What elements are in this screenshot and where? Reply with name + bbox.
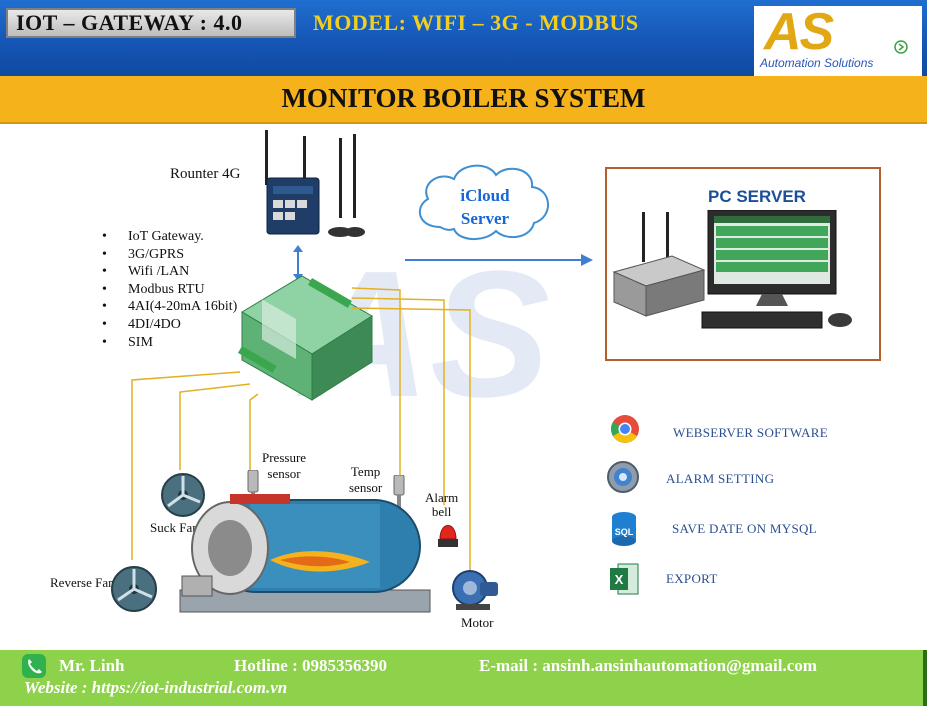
page-title: MONITOR BOILER SYSTEM [281, 83, 646, 113]
link-arrow [293, 245, 303, 281]
reverse-fan-icon [111, 566, 157, 612]
chrome-icon [611, 415, 639, 443]
feature-item: SIM [100, 334, 237, 352]
pressure-label-line1: Pressure [262, 450, 307, 465]
server-arrow [405, 254, 593, 266]
feature-item: 3G/GPRS [100, 246, 237, 264]
footer-bar [0, 650, 927, 706]
export-label: EXPORT [666, 571, 718, 586]
suck-fan-icon [161, 473, 205, 517]
title-banner [0, 76, 927, 124]
cloud-label-line2: Server [460, 209, 510, 228]
temp-sensor-icon [393, 475, 405, 513]
pressure-sensor-label: Pressure sensor [262, 450, 306, 482]
alarm-bell-label: Alarm bell [425, 491, 458, 519]
feature-item: Modbus RTU [100, 281, 237, 299]
gateway-title-box [6, 8, 296, 38]
boiler-illustration [179, 494, 431, 613]
gateway-features-list: IoT Gateway. 3G/GPRS Wifi /LAN Modbus RT… [100, 228, 237, 351]
iot-gateway-device [237, 275, 373, 401]
pc-server-title: PC SERVER [708, 187, 806, 206]
temp-label-line2: sensor [349, 480, 383, 495]
wiring-lines [131, 287, 471, 570]
feature-item: 4AI(4-20mA 16bit) [100, 298, 237, 316]
webserver-software-label: WEBSERVER SOFTWARE [673, 425, 828, 440]
contact-name: Mr. Linh [59, 656, 125, 675]
motor-icon [452, 570, 498, 610]
alarm-setting-icon [607, 461, 639, 493]
alarm-setting-label: ALARM SETTING [666, 471, 775, 486]
feature-item: Wifi /LAN [100, 263, 237, 281]
email: E-mail : ansinh.ansinhautomation@gmail.c… [479, 656, 817, 675]
gateway-title: IOT – GATEWAY : 4.0 [16, 10, 243, 35]
logo-mark: AS [764, 3, 834, 61]
svg-text:X: X [615, 572, 624, 587]
alarm-bell-icon [438, 525, 458, 547]
phone-icon [22, 654, 46, 678]
pc-server-illustration [612, 210, 852, 329]
website-link[interactable]: Website : https://iot-industrial.com.vn [24, 678, 288, 697]
router-label: Rounter 4G [170, 166, 241, 182]
motor-label: Motor [461, 615, 494, 630]
excel-icon: X [610, 563, 639, 595]
sql-icon: SQL [612, 512, 636, 546]
cloud-icon [418, 164, 549, 240]
temp-sensor-label: Temp sensor [349, 464, 382, 496]
feature-item: 4DI/4DO [100, 316, 237, 334]
cloud-label: iCloud Server [440, 184, 530, 230]
alarm-label-line2: bell [431, 504, 452, 519]
logo-arrow-icon [894, 40, 908, 54]
cloud-label-line1: iCloud [460, 186, 510, 205]
temp-label-line1: Temp [350, 464, 381, 479]
suck-fan-label: Suck Fan [150, 520, 199, 535]
reverse-fan-label: Reverse Fan [50, 575, 115, 590]
model-title: MODEL: WIFI – 3G - MODBUS [313, 10, 639, 35]
router-4g-icon [265, 130, 365, 237]
pressure-label-line2: sensor [267, 466, 301, 481]
company-logo [754, 6, 922, 76]
logo-text: Automation Solutions [760, 56, 874, 70]
svg-text:SQL: SQL [615, 527, 634, 537]
hotline: Hotline : 0985356390 [234, 656, 387, 675]
save-mysql-label: SAVE DATE ON MYSQL [672, 521, 817, 536]
alarm-label-line1: Alarm [425, 490, 459, 505]
feature-item: IoT Gateway. [100, 228, 237, 246]
